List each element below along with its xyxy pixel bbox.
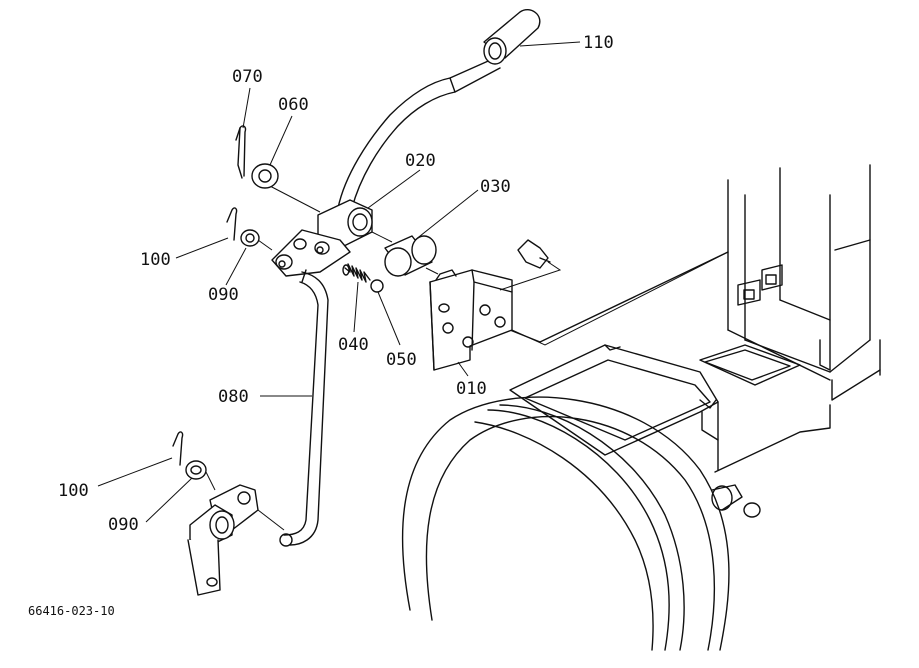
part-label-060: 060 — [278, 95, 309, 115]
cotter-pin-100-upper-icon — [226, 207, 238, 241]
assembly-line — [371, 231, 393, 243]
assembly-line — [425, 267, 439, 275]
washer-060-icon — [251, 163, 279, 189]
lower-arm-drawing — [187, 469, 285, 596]
part-label-070: 070 — [232, 67, 263, 87]
cotter-pin-100-lower-icon — [172, 431, 184, 466]
part-label-110: 110 — [583, 33, 614, 53]
part-label-010: 010 — [456, 379, 487, 399]
collar-drawing — [384, 235, 437, 277]
part-label-090-lower: 090 — [108, 515, 139, 535]
washer-090-upper-icon — [240, 229, 260, 247]
rod-drawing — [279, 269, 329, 547]
part-label-030: 030 — [480, 177, 511, 197]
drawing-reference-caption: 66416-023-10 — [28, 604, 115, 618]
leader-lines — [97, 41, 581, 523]
part-label-100-upper: 100 — [140, 250, 171, 270]
part-label-080: 080 — [218, 387, 249, 407]
bracket-plate-drawing — [429, 239, 729, 371]
spring-ball-drawing — [342, 263, 384, 293]
assembly-line — [267, 184, 321, 213]
part-label-090-upper: 090 — [208, 285, 239, 305]
part-label-100-lower: 100 — [58, 481, 89, 501]
shift-lever-drawing — [271, 9, 541, 277]
part-label-020: 020 — [405, 151, 436, 171]
assembly-line — [257, 239, 273, 251]
part-label-050: 050 — [386, 350, 417, 370]
washer-090-lower-icon — [185, 460, 207, 480]
part-label-040: 040 — [338, 335, 369, 355]
cotter-pin-070-icon — [235, 125, 247, 179]
tractor-body-drawing — [401, 164, 881, 651]
